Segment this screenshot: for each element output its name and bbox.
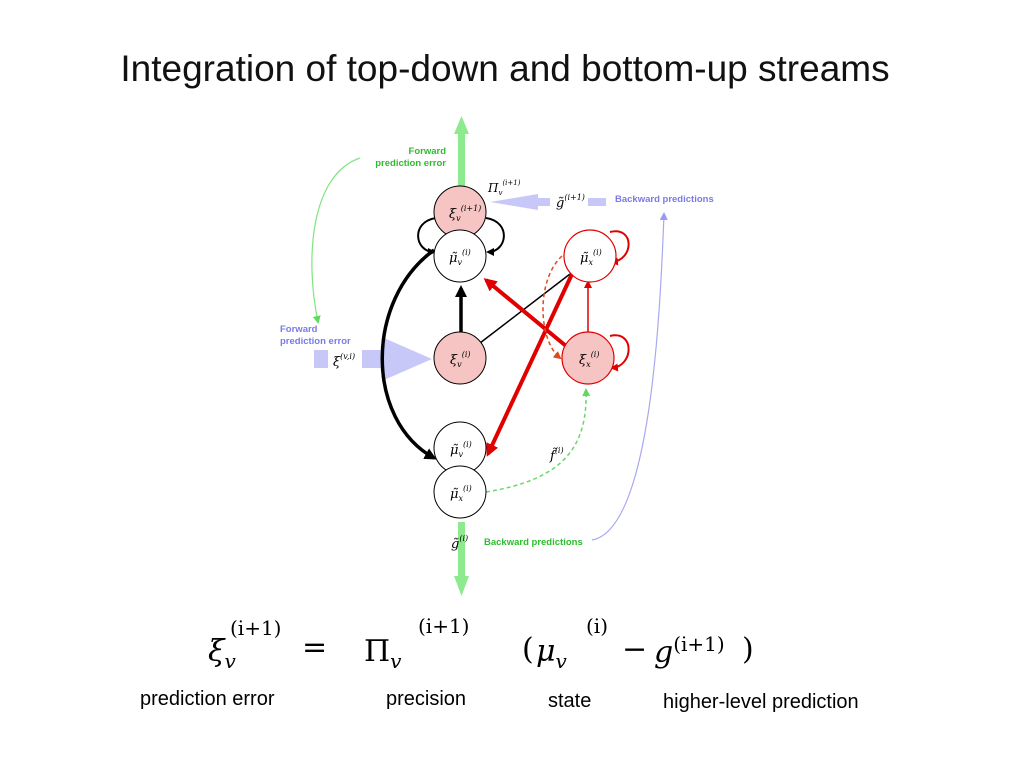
red-self-loop-xi-x [609, 334, 630, 372]
network-diagram: ξv(i+1) μ̃v(i) ξv(i) μ̃v(i) μ̃x(i) μ̃x(i… [280, 116, 714, 596]
equation-pi-sup: (i+1) [418, 614, 470, 638]
equation-rparen: ) [742, 632, 754, 667]
dashed-orange-curve [542, 255, 563, 360]
forward-error-loop-curve [311, 157, 361, 324]
label-g-top: g̃(i+1) [556, 193, 585, 211]
dashed-green-curve [485, 388, 591, 493]
forward-error-input-arrow [314, 338, 432, 380]
label-pi-precision: Πv(i+1) [487, 179, 521, 197]
top-down-curve-arrow [380, 248, 437, 460]
equation-lparen: ( [522, 632, 534, 667]
caption-precision: precision [386, 688, 467, 710]
equation-mu: μv [536, 634, 567, 673]
equation-g: g(i+1) [654, 632, 725, 670]
xi-x-to-mu-v-red-arrow [483, 278, 568, 348]
node-xi-x-right [561, 331, 615, 385]
xi-v-to-mu-x-line [479, 273, 571, 344]
slide-title: Integration of top-down and bottom-up st… [120, 48, 890, 89]
label-forward-error-left-l1: Forward [280, 324, 318, 335]
backward-prediction-arrow-top [490, 194, 606, 210]
node-mu-v-upper [433, 229, 487, 283]
label-mu-x-lower: μ̃x(i) [450, 484, 472, 503]
mu-x-to-mu-v-lower-red-arrow [486, 273, 574, 457]
label-xi-v-mid: ξv(i) [450, 350, 471, 369]
label-forward-error-left-l2: prediction error [280, 336, 351, 347]
caption-higher-level-prediction: higher-level prediction [663, 691, 859, 713]
equation-mu-sup: (i) [586, 614, 609, 638]
label-g-bottom: g̃(i) [451, 534, 468, 552]
caption-prediction-error: prediction error [140, 688, 275, 710]
label-xi-input: ξ(v,i) [333, 352, 355, 370]
label-xi-v-upper: ξv(i+1) [449, 204, 481, 223]
backward-stream-down-arrow [454, 522, 469, 596]
label-f: f̃(i) [549, 446, 564, 464]
forward-stream-up-arrow [454, 116, 469, 192]
label-mu-v-upper: μ̃v(i) [449, 248, 471, 267]
equation-equals: = [302, 630, 328, 665]
self-loop-left [417, 217, 437, 256]
label-forward-error-top-l2: prediction error [375, 158, 446, 169]
node-mu-x-lower [433, 465, 487, 519]
self-loop-right [485, 217, 505, 256]
equation-xi: ξv [208, 634, 236, 673]
equation-xi-sup: (i+1) [230, 616, 282, 640]
label-xi-x-right: ξx(i) [579, 350, 600, 369]
red-self-loop-mu-x [609, 230, 630, 266]
node-xi-v-mid [433, 331, 487, 385]
equation-minus: − [622, 632, 648, 667]
label-backward-predictions-bottom: Backward predictions [484, 537, 583, 548]
caption-state: state [548, 690, 592, 712]
backward-prediction-loop-curve [591, 212, 668, 541]
label-backward-predictions-top: Backward predictions [615, 194, 714, 205]
label-forward-error-top-l1: Forward [409, 146, 447, 157]
equation-pi: Πv [364, 634, 402, 673]
node-mu-x-right [563, 229, 617, 283]
label-mu-v-lower: μ̃v(i) [450, 440, 472, 459]
label-mu-x-right: μ̃x(i) [580, 248, 602, 267]
